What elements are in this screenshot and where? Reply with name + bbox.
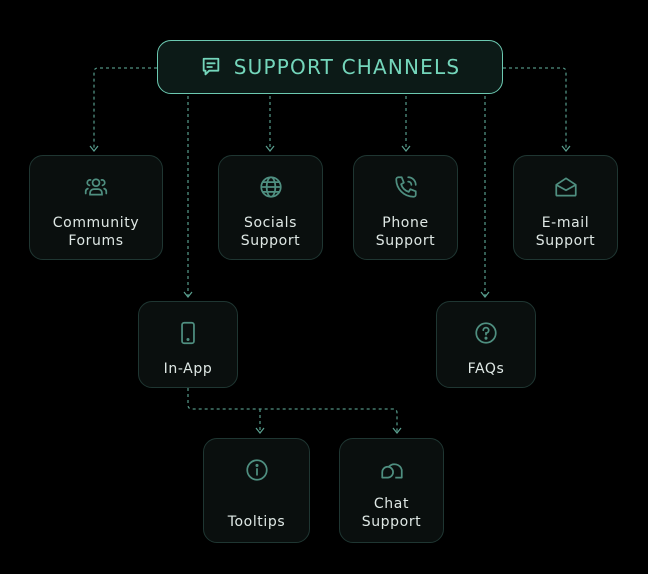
node-label: In-App (163, 361, 213, 377)
info-icon (244, 457, 270, 483)
node-label: E-mail Support (535, 215, 596, 249)
node-email-support[interactable]: E-mail Support (513, 155, 618, 260)
arrow-chat-support (392, 427, 402, 434)
connector-email-support (503, 67, 567, 150)
node-phone-support[interactable]: Phone Support (353, 155, 458, 260)
users-icon (83, 174, 109, 200)
header-title: SUPPORT CHANNELS (233, 55, 461, 79)
node-community-forums[interactable]: Community Forums (29, 155, 163, 260)
smartphone-icon (175, 320, 201, 346)
arrow-in-app (183, 291, 193, 298)
arrow-socials-support (265, 145, 275, 152)
help-circle-icon (473, 320, 499, 346)
node-label: Tooltips (227, 514, 286, 530)
phone-call-icon (393, 174, 419, 200)
connector-in-app-children (187, 388, 398, 432)
globe-icon (258, 174, 284, 200)
node-in-app[interactable]: In-App (138, 301, 238, 388)
arrow-phone-support (401, 145, 411, 152)
arrow-email-support (561, 145, 571, 152)
chat-bubbles-icon (379, 457, 405, 483)
connector-community-forums (93, 67, 157, 150)
mail-open-icon (553, 174, 579, 200)
node-label: Socials Support (240, 215, 301, 249)
message-square-text-icon (202, 57, 219, 76)
node-label: FAQs (467, 361, 505, 377)
support-channels-header: SUPPORT CHANNELS (157, 40, 503, 94)
node-tooltips[interactable]: Tooltips (203, 438, 310, 543)
arrow-faqs (480, 291, 490, 298)
node-socials-support[interactable]: Socials Support (218, 155, 323, 260)
node-label: Chat Support (361, 496, 422, 530)
arrow-community-forums (89, 145, 99, 152)
node-label: Phone Support (375, 215, 436, 249)
node-chat-support[interactable]: Chat Support (339, 438, 444, 543)
node-label: Community Forums (52, 215, 140, 249)
arrow-tooltips (255, 427, 265, 434)
node-faqs[interactable]: FAQs (436, 301, 536, 388)
